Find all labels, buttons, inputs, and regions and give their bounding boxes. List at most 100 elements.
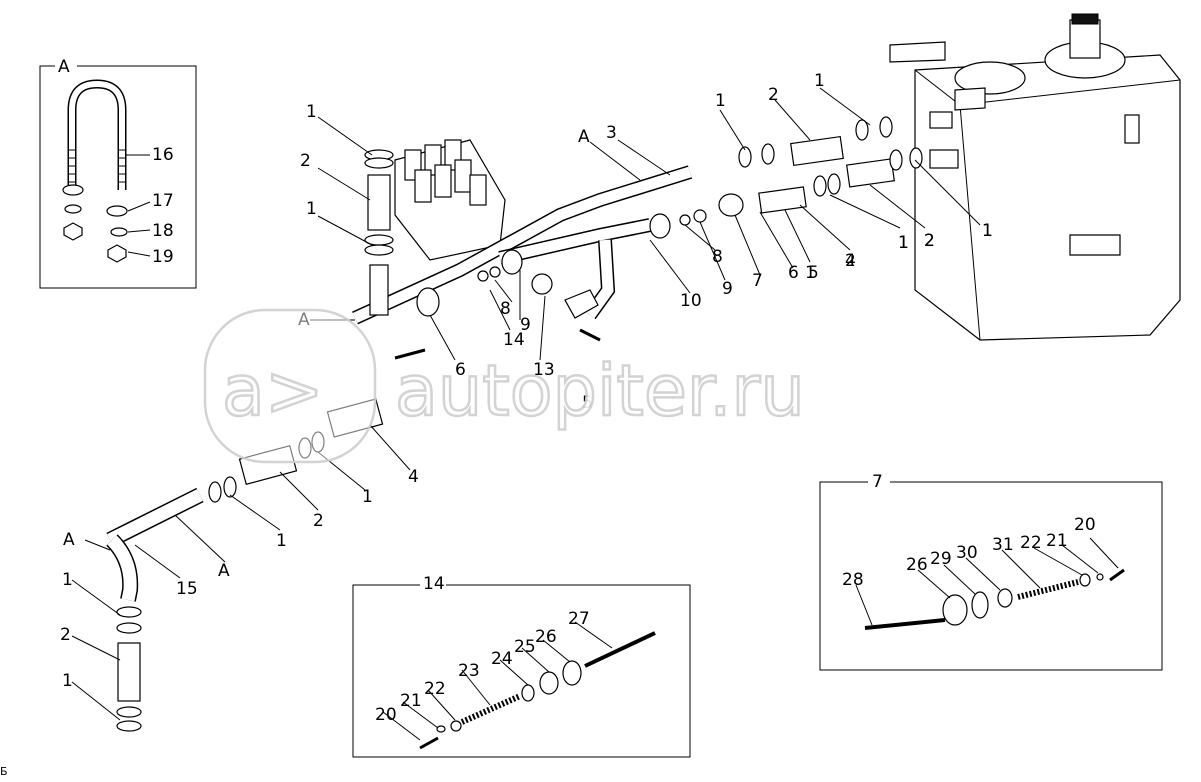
callout-label: 13 (533, 360, 555, 380)
callout-label: 7 (752, 271, 763, 291)
watermark-site: autopiter.ru (395, 350, 805, 432)
inset-14-label: 25 (514, 637, 536, 657)
disc-26 (942, 594, 968, 626)
callout-label: 1 (306, 102, 317, 122)
tank-return-port (929, 149, 959, 169)
inset-7-title: 7 (872, 472, 883, 492)
callout-label: 5 (808, 263, 819, 283)
control-valve (394, 139, 506, 261)
rod-28 (864, 618, 946, 630)
callout-label: 1 (306, 199, 317, 219)
pipe-stub (369, 264, 389, 316)
inset-7-label: 20 (1074, 515, 1096, 535)
clamp (364, 244, 394, 256)
inset-14-label: 24 (491, 649, 513, 669)
spring-31 (1017, 579, 1079, 600)
tank-bracket (889, 41, 946, 63)
inset-14-label: 26 (535, 627, 557, 647)
callout-label: 1 (898, 233, 909, 253)
tank-motor (1069, 19, 1101, 59)
u-bolt-threads (68, 149, 126, 183)
tank-outlet-port (929, 111, 953, 129)
inset-a-label: 18 (152, 221, 174, 241)
flange-6 (416, 287, 440, 317)
callout-label: 4 (845, 251, 856, 271)
pin-20 (1109, 568, 1125, 582)
callout-label: A (578, 127, 590, 147)
callout-label: 1 (805, 263, 816, 283)
spacer-22 (450, 720, 462, 732)
watermark-logo-frame (203, 308, 377, 464)
pin-20 (419, 736, 439, 750)
rod-27 (584, 631, 656, 668)
inset-7-frame (819, 481, 1163, 671)
inset-14: 14 20 21 22 23 24 25 26 27 (352, 574, 691, 758)
inset-7-label: 28 (842, 570, 864, 590)
inset-a-label: 19 (152, 247, 174, 267)
hose-2-tank (790, 135, 844, 167)
inset-7-label: 31 (992, 535, 1014, 555)
callout-label: 3 (606, 123, 617, 143)
watermark-logo: a> (222, 350, 324, 432)
callout-label: 2 (845, 251, 856, 271)
inset-7: 7 28 26 29 30 31 22 21 20 (819, 472, 1163, 671)
nut-19 (107, 244, 127, 263)
flange-7 (718, 193, 744, 217)
callout-label: 15 (176, 579, 198, 599)
callout-label: 2 (313, 511, 324, 531)
callout-label: 2 (924, 231, 935, 251)
callout-label: 8 (712, 247, 723, 267)
disc-30 (997, 588, 1013, 608)
spring-23 (460, 693, 522, 725)
washer-21 (1096, 573, 1104, 581)
callout-label: 1 (62, 671, 73, 691)
hose-2-return (846, 158, 895, 188)
bolt (579, 328, 601, 342)
callout-label: 2 (60, 625, 71, 645)
nut-left (63, 222, 83, 241)
inset-14-frame (352, 584, 691, 758)
inset-14-label: 23 (458, 661, 480, 681)
inset-7-label: 22 (1020, 533, 1042, 553)
inset-a-label: 17 (152, 191, 174, 211)
spacer-22 (1079, 573, 1091, 587)
flange-10 (649, 213, 671, 239)
disc-24 (521, 684, 535, 702)
u-bolt (67, 79, 127, 190)
seal-ring-13 (531, 273, 553, 295)
washer-21 (436, 725, 446, 733)
clamp (116, 606, 142, 618)
callout-label: 1 (898, 233, 909, 253)
washer-18 (110, 227, 128, 237)
hoses-and-clamps (116, 116, 923, 732)
callout-label: 8 (500, 299, 511, 319)
callout-label: 2 (924, 231, 935, 251)
callout-label: 9 (722, 279, 733, 299)
hydraulic-tank (889, 13, 1181, 341)
inset-7-label: 21 (1046, 531, 1068, 551)
leader-lines (71, 87, 981, 721)
main-callouts: 1 2 1 1 2 1 A 3 1 2 1 2 1 8 7 6 5 4 1 2 … (60, 71, 993, 691)
washer-17 (106, 205, 128, 217)
inset-14-label: 27 (568, 609, 590, 629)
inset-a: A 16 17 18 19 (39, 57, 197, 289)
inset-14-label: 21 (400, 691, 422, 711)
callout-label: 1 (982, 221, 993, 241)
callout-label: 10 (680, 291, 702, 311)
watermark: a> autopiter.ru (203, 308, 806, 464)
hose-2-upper (367, 174, 391, 231)
pipe-5 (758, 186, 807, 214)
callout-label: 14 (503, 330, 525, 350)
disc-25 (539, 671, 559, 695)
flange-block (564, 289, 599, 319)
inset-14-title: 14 (423, 574, 445, 594)
disc-26 (562, 660, 582, 686)
sight-gauge (1124, 114, 1140, 144)
clamp (116, 706, 142, 718)
callout-label: 2 (768, 85, 779, 105)
callout-label: 1 (715, 91, 726, 111)
inset-a-label: 16 (152, 145, 174, 165)
inset-7-label: 26 (906, 555, 928, 575)
callout-label: 6 (788, 263, 799, 283)
